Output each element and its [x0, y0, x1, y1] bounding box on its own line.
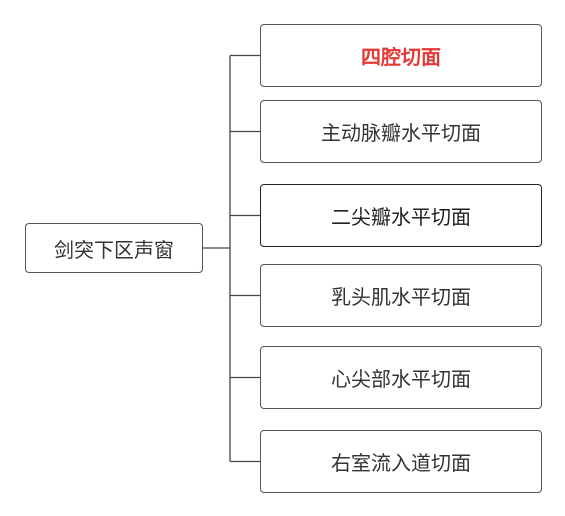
- view-node-label: 心尖部水平切面: [331, 367, 471, 391]
- root-node-subxiphoid-window: 剑突下区声窗: [25, 223, 203, 273]
- view-node-four-chamber: 四腔切面: [260, 24, 542, 87]
- view-node-label: 主动脉瓣水平切面: [321, 121, 481, 145]
- view-node-apical-level: 心尖部水平切面: [260, 346, 542, 409]
- view-node-aortic-valve-level: 主动脉瓣水平切面: [260, 100, 542, 163]
- view-node-mitral-valve-level: 二尖瓣水平切面: [260, 184, 542, 247]
- view-node-papillary-muscle-level: 乳头肌水平切面: [260, 264, 542, 327]
- view-node-label: 四腔切面: [361, 45, 441, 69]
- view-node-label: 右室流入道切面: [331, 451, 471, 475]
- view-node-label: 乳头肌水平切面: [331, 285, 471, 309]
- root-node-label: 剑突下区声窗: [54, 237, 174, 262]
- view-node-rv-inflow: 右室流入道切面: [260, 430, 542, 493]
- view-node-label: 二尖瓣水平切面: [331, 205, 471, 229]
